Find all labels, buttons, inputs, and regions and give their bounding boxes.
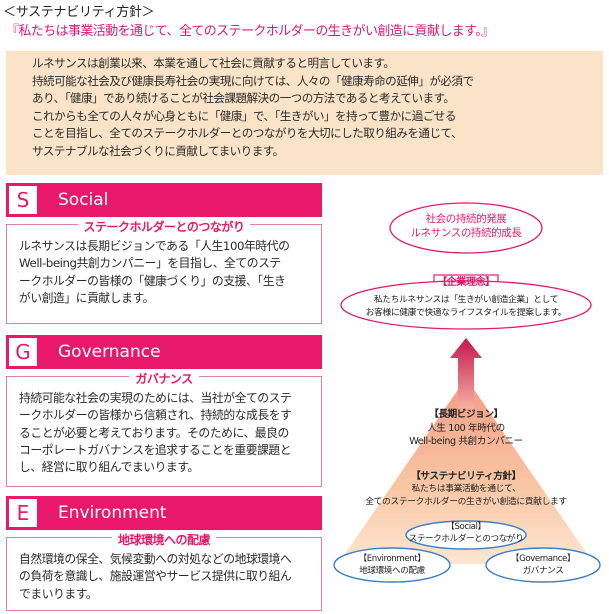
intro-line: サステナブルな社会づくりに貢献してまいります。 [32,143,284,158]
philosophy-ellipse [340,280,592,330]
pillar-body: 持続可能な社会の実現のためには、当社が全てのステ ークホルダーの皆様から信頼され… [19,390,292,476]
philosophy-text: 私たちルネサンスは「生きがい創造企業」として お客様に健康で快適なライフスタイル… [341,294,591,319]
policy-label: 【サステナビリティ方針】 [411,471,521,482]
social-block: 【Social】 ステークホルダーとのつながり [406,521,526,545]
philosophy-line: 私たちルネサンスは「生きがい創造企業」として [373,295,559,305]
pillar-subtitle: 地球環境への配慮 [7,529,321,548]
pillar-body-line: Well-being共創カンパニー」を目指し、全てのステ [19,256,281,271]
intro-line: ことを目指し、全てのステークホルダーとのつながりを大切にした取り組みを通じて、 [32,126,463,141]
pillar-body-line: でまいります。 [19,586,98,601]
pillar-body: ルネサンスは長期ビジョンである「人生100年時代の Well-being共創カン… [19,238,290,307]
pillar-letter-badge: S [9,186,37,214]
pillar-header: S Social [6,183,322,217]
pillar-box: ガバナンス 持続可能な社会の実現のためには、当社が全てのステ ークホルダーの皆様… [6,372,322,487]
pillar-title: Social [58,190,109,210]
social-text: ステークホルダーとのつながり [408,534,524,544]
pillar-body-line: 持続可能な社会の実現のためには、当社が全てのステ [19,391,292,405]
goal-text: 社会の持続的発展 ルネサンスの持続的成長 [390,212,542,240]
intro-line: これからも全ての人々が心身ともに「健康」で、「生きがい」を持って豊かに過ごせる [32,108,456,123]
pillar-social: S Social ステークホルダーとのつながり ルネサンスは長期ビジョンである「… [6,183,322,324]
governance-label: 【Governance】 [510,554,576,564]
pillar-subtitle: ステークホルダーとのつながり [7,216,321,235]
policy-line: 全てのステークホルダーの生きがい創造に貢献します [365,497,567,507]
pillar-subtitle: ガバナンス [7,368,321,387]
pillar-title: Governance [58,342,161,362]
vision-label: 【長期ビジョン】 [429,409,503,420]
pillar-subtitle-text: 地球環境への配慮 [111,533,216,547]
philosophy-line: お客様に健康で快適なライフスタイルを提案します。 [365,307,567,318]
goal-line: 社会の持続的発展 [425,213,507,225]
pillar-letter-badge: E [9,499,37,527]
pillar-subtitle-text: ステークホルダーとのつながり [77,220,251,234]
section-heading: ＜サステナビリティ方針＞ [3,5,155,20]
pillar-title: Environment [58,503,167,523]
pyramid-graphic [333,202,601,583]
vision-line: 人生 100 年時代の [427,422,505,434]
pillar-body-line: ークホルダーの皆様の「健康づくり」の支援、「生き [19,273,286,288]
policy-statement: 『私たちは事業活動を通じて、全てのステークホルダーの生きがい創造に貢献します。』 [6,24,494,39]
pyramid-shape [338,378,594,564]
intro-panel: ルネサンスは創業以来、本業を通して社会に貢献すると明言しています。 持続可能な社… [6,51,603,175]
goal-line: ルネサンスの持続的成長 [410,227,522,239]
governance-text: ガバナンス [522,566,564,576]
pillar-subtitle-text: ガバナンス [129,372,199,386]
pillar-header: G Governance [6,335,322,369]
pillar-body-line: ることが必要と考えております。そのために、最良の [19,425,289,440]
pillar-body-line: 自然環境の保全、気候変動への対処などの地球環境へ [19,552,292,566]
environment-block: 【Environment】 地球環境への配慮 [334,553,450,577]
policy-line: 私たちは事業活動を通じて、 [411,484,521,494]
social-label: 【Social】 [446,522,486,532]
goal-ellipse [389,202,543,254]
intro-line: あり、「健康」であり続けることが社会課題解決の一つの方法であると考えています。 [32,91,455,106]
social-ellipse [405,520,527,550]
pillar-body-line: ルネサンスは長期ビジョンである「人生100年時代の [19,239,290,253]
pillar-governance: G Governance ガバナンス 持続可能な社会の実現のためには、当社が全て… [6,335,322,487]
environment-label: 【Environment】 [358,554,426,564]
governance-ellipse [485,547,601,583]
governance-block: 【Governance】 ガバナンス [486,553,600,577]
pillar-body: 自然環境の保全、気候変動への対処などの地球環境へ の負荷を意識し、施設運営やサー… [19,551,292,603]
philosophy-label: 【企業理念】 [437,277,495,288]
pillar-body-line: し、経営に取り組んでまいります。 [19,460,199,475]
pillar-environment: E Environment 地球環境への配慮 自然環境の保全、気候変動への対処な… [6,496,322,611]
intro-line: ルネサンスは創業以来、本業を通して社会に貢献すると明言しています。 [32,56,395,70]
environment-text: 地球環境への配慮 [359,566,425,576]
pillar-box: ステークホルダーとのつながり ルネサンスは長期ビジョンである「人生100年時代の… [6,220,322,324]
intro-line: 持続可能な社会及び健康長寿社会の実現に向けては、人々の「健康寿命の延伸」が必須で [32,73,474,88]
pillar-header: E Environment [6,496,322,530]
vision-line: Well-being 共創カンパニー [409,436,523,447]
pillar-body-line: がい創造」に貢献します。 [19,290,154,305]
pillar-body-line: の負荷を意識し、施設運営やサービス提供に取り組ん [19,569,292,584]
upward-arrow-icon [450,338,482,408]
vision-block: 【長期ビジョン】 人生 100 年時代の Well-being 共創カンパニー [396,408,536,449]
pillar-letter-badge: G [9,338,37,366]
sustainability-diagram: 社会の持続的発展 ルネサンスの持続的成長 【企業理念】 私たちルネサンスは「生き… [330,180,609,614]
pillar-body-line: コーポレートガバナンスを追求することを重要課題と [19,442,292,457]
environment-ellipse [333,547,451,583]
policy-block: 【サステナビリティ方針】 私たちは事業活動を通じて、 全てのステークホルダーの生… [344,470,588,509]
pillar-body-line: ークホルダーの皆様から信頼され、持続的な成長をす [19,408,292,423]
pillar-box: 地球環境への配慮 自然環境の保全、気候変動への対処などの地球環境へ の負荷を意識… [6,533,322,611]
